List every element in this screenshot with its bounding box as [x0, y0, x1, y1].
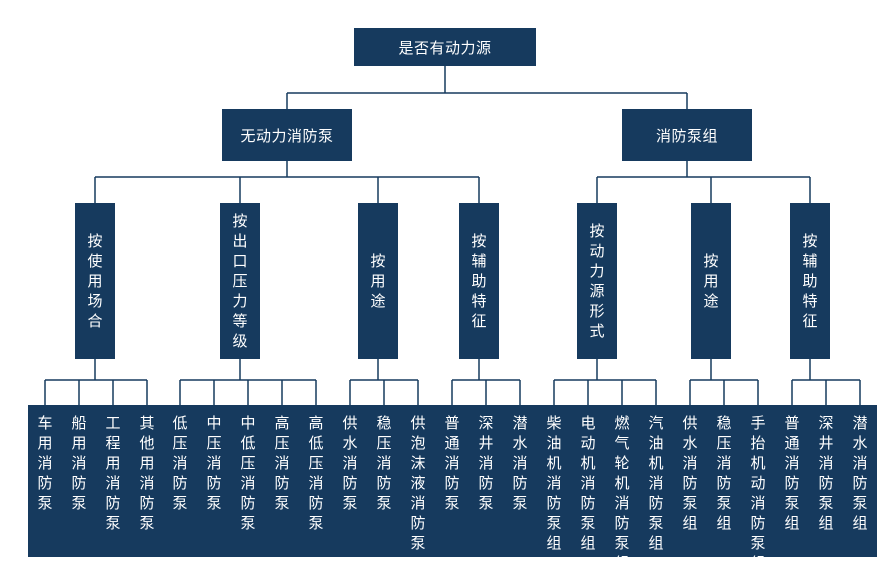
leaf-node: 供泡沫液消防泵 [401, 405, 435, 557]
leaf-node: 高低压消防泵 [299, 405, 333, 557]
leaf-label: 电动机消防泵组 [580, 414, 596, 552]
root-node: 是否有动力源 [354, 28, 536, 66]
leaf-node: 车用消防泵 [28, 405, 62, 557]
leaf-label: 稳压消防泵 [376, 414, 392, 512]
leaf-label: 高压消防泵 [274, 414, 290, 512]
leaf-label: 深井消防泵 [478, 414, 494, 512]
leaf-node: 深井消防泵 [469, 405, 503, 557]
classification-label: 按辅助特征 [802, 232, 818, 330]
leaf-node: 普通消防泵组 [775, 405, 809, 557]
classification-label: 按用途 [703, 252, 719, 310]
leaf-label: 柴油机消防泵组 [546, 414, 562, 552]
classification-node: 按动力源形式 [577, 203, 617, 359]
leaf-label: 工程用消防泵 [105, 414, 121, 532]
leaf-node: 供水消防泵组 [673, 405, 707, 557]
leaf-label: 稳压消防泵组 [716, 414, 732, 532]
leaf-label: 供水消防泵组 [682, 414, 698, 532]
leaf-label: 燃气轮机消防泵组 [614, 414, 630, 572]
leaf-node: 工程用消防泵 [96, 405, 130, 557]
classification-node: 按出口压力等级 [220, 203, 260, 359]
classification-node: 按用途 [358, 203, 398, 359]
leaf-label: 车用消防泵 [37, 414, 53, 512]
leaf-label: 手抬机动消防泵组 [750, 414, 766, 572]
classification-node: 按用途 [691, 203, 731, 359]
leaf-node: 高压消防泵 [265, 405, 299, 557]
classification-label: 按出口压力等级 [232, 212, 248, 350]
leaf-node: 深井消防泵组 [809, 405, 843, 557]
leaf-label: 汽油机消防泵组 [648, 414, 664, 552]
leaf-node: 中压消防泵 [197, 405, 231, 557]
leaf-label: 船用消防泵 [71, 414, 87, 512]
classification-label: 按使用场合 [87, 232, 103, 330]
root-label: 是否有动力源 [398, 38, 492, 57]
leaf-label: 中压消防泵 [206, 414, 222, 512]
leaf-label: 深井消防泵组 [818, 414, 834, 532]
node-category-2: 消防泵组 [622, 109, 752, 161]
leaf-label: 其他用消防泵 [139, 414, 155, 532]
leaf-label: 潜水消防泵 [512, 414, 528, 512]
leaf-node: 船用消防泵 [62, 405, 96, 557]
classification-label: 按动力源形式 [589, 222, 605, 340]
leaf-node: 普通消防泵 [435, 405, 469, 557]
leaf-node: 燃气轮机消防泵组 [605, 405, 639, 572]
leaf-label: 潜水消防泵组 [852, 414, 868, 532]
leaf-node: 柴油机消防泵组 [537, 405, 571, 557]
leaf-node: 低压消防泵 [163, 405, 197, 557]
leaf-node: 手抬机动消防泵组 [741, 405, 775, 572]
classification-node: 按使用场合 [75, 203, 115, 359]
category-2-label: 消防泵组 [655, 126, 718, 145]
leaf-node: 潜水消防泵 [503, 405, 537, 557]
leaf-node: 汽油机消防泵组 [639, 405, 673, 557]
leaf-label: 普通消防泵组 [784, 414, 800, 532]
leaf-label: 供水消防泵 [342, 414, 358, 512]
leaf-node: 供水消防泵 [333, 405, 367, 557]
leaf-node: 潜水消防泵组 [843, 405, 877, 557]
leaf-label: 高低压消防泵 [308, 414, 324, 532]
leaf-label: 低压消防泵 [172, 414, 188, 512]
leaf-node: 电动机消防泵组 [571, 405, 605, 557]
node-category-1: 无动力消防泵 [222, 109, 352, 161]
classification-node: 按辅助特征 [790, 203, 830, 359]
classification-node: 按辅助特征 [459, 203, 499, 359]
classification-label: 按用途 [370, 252, 386, 310]
leaf-node: 稳压消防泵组 [707, 405, 741, 557]
classification-label: 按辅助特征 [471, 232, 487, 330]
leaf-label: 供泡沫液消防泵 [410, 414, 426, 552]
leaf-node: 其他用消防泵 [130, 405, 164, 557]
leaf-label: 中低压消防泵 [240, 414, 256, 532]
category-1-label: 无动力消防泵 [240, 126, 334, 145]
leaf-node: 中低压消防泵 [231, 405, 265, 557]
leaf-label: 普通消防泵 [444, 414, 460, 512]
leaf-node: 稳压消防泵 [367, 405, 401, 557]
